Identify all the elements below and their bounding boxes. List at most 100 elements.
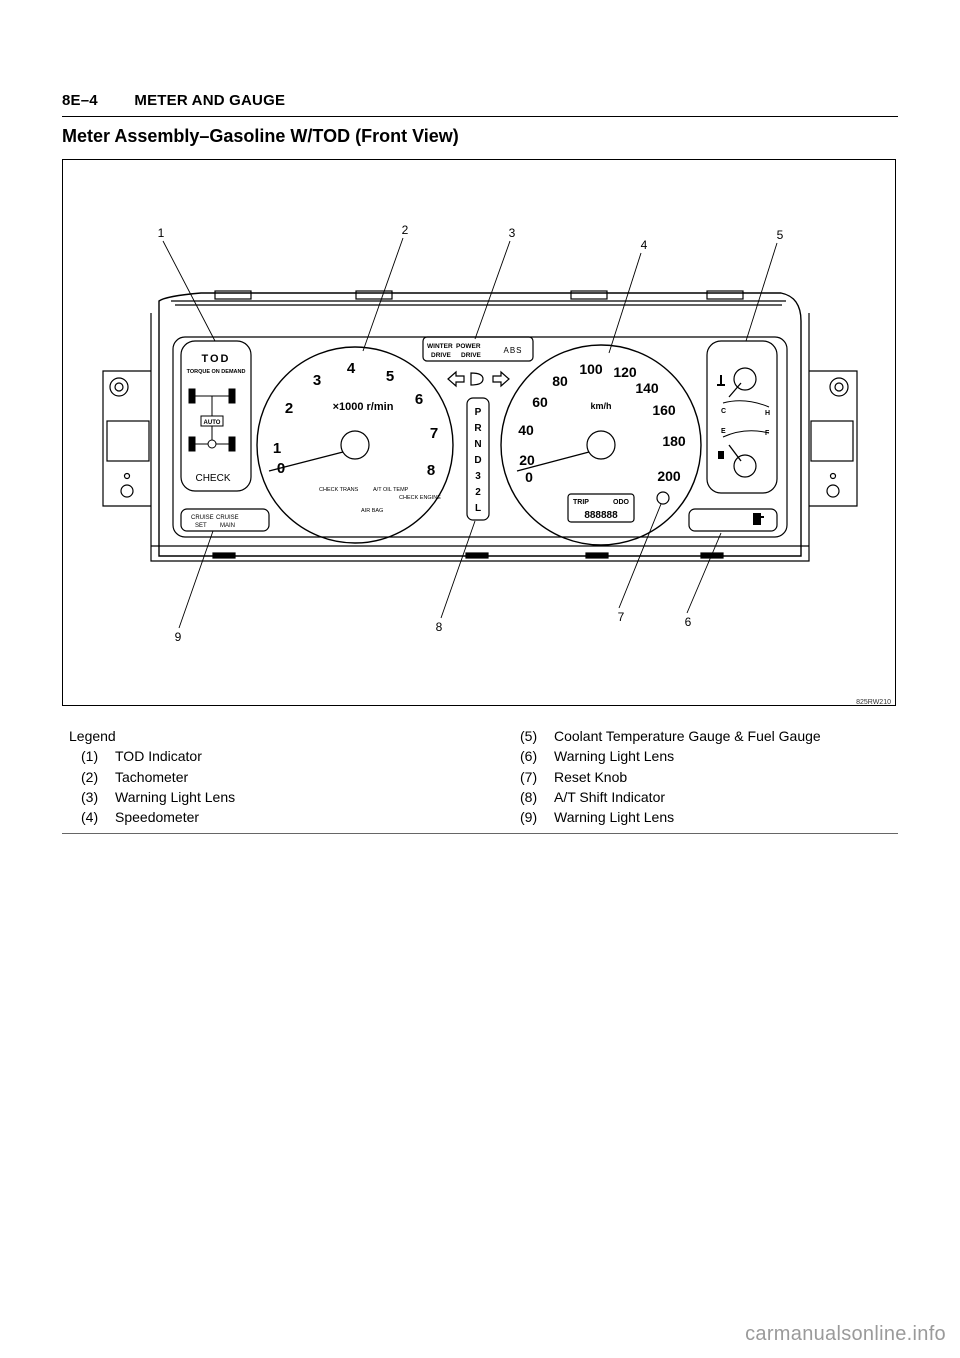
legend-label: A/T Shift Indicator [554, 788, 666, 805]
legend-item: (7) Reset Knob [520, 767, 821, 787]
shift-n: N [474, 439, 481, 450]
shift-l: L [475, 503, 481, 514]
lens-drive-1: DRIVE [431, 352, 452, 359]
legend-num: (4) [81, 809, 99, 826]
legend-item: (3) Warning Light Lens [69, 787, 235, 807]
tach-8: 8 [427, 462, 435, 479]
legend-item: (2) Tachometer [69, 767, 235, 787]
legend-item: (1) TOD Indicator [69, 746, 235, 766]
section-number: 8E–4 [62, 92, 98, 109]
speed-0: 0 [525, 469, 533, 485]
cluster-drawing: 0 1 2 3 4 5 6 7 8 ×1000 r/min CHECK TRAN… [102, 223, 858, 644]
tach-2: 2 [285, 400, 293, 417]
lens-abs: ABS [503, 346, 522, 355]
legend-item: (5) Coolant Temperature Gauge & Fuel Gaug… [520, 726, 821, 746]
legend-item: (6) Warning Light Lens [520, 746, 821, 766]
legend-num: (6) [520, 748, 538, 765]
speed-120: 120 [613, 364, 637, 380]
legend-num: (7) [520, 768, 538, 785]
temp-h: H [765, 410, 770, 417]
shift-3: 3 [475, 471, 481, 482]
page-header: 8E–4 METER AND GAUGE [62, 92, 285, 109]
callout-4: 4 [641, 238, 648, 252]
legend-num: (8) [520, 788, 538, 805]
legend-label: Warning Light Lens [554, 748, 675, 765]
legend-label: Coolant Temperature Gauge & Fuel Gauge [554, 728, 821, 744]
speed-20: 20 [519, 452, 535, 468]
lens-winter: WINTER [427, 343, 453, 350]
cruise-main: MAIN [220, 523, 235, 529]
legend-num: (9) [520, 809, 538, 826]
tach-3: 3 [313, 372, 321, 389]
legend-num: (5) [520, 728, 538, 744]
temp-c: C [721, 408, 726, 415]
tach-5: 5 [386, 368, 394, 385]
callout-3: 3 [509, 226, 516, 240]
shift-r: R [474, 423, 482, 434]
speed-140: 140 [635, 380, 659, 396]
shift-2: 2 [475, 487, 481, 498]
shift-p: P [475, 407, 482, 418]
tach-6: 6 [415, 391, 423, 408]
watermark[interactable]: carmanualsonline.info [745, 1323, 946, 1345]
callout-9: 9 [175, 630, 182, 644]
lamp-check-trans: CHECK TRANS [319, 487, 359, 493]
tod-check: CHECK [195, 473, 230, 484]
trip-label: TRIP [573, 499, 589, 506]
speed-unit: km/h [590, 401, 611, 411]
speed-160: 160 [652, 402, 676, 418]
callout-8: 8 [436, 620, 443, 634]
speed-80: 80 [552, 373, 568, 389]
odometer-digits: 888888 [584, 510, 618, 521]
tach-1: 1 [273, 440, 281, 457]
lamp-check-engine: CHECK ENGINE [399, 495, 441, 501]
tod-auto: AUTO [204, 420, 221, 426]
figure-code: 825RW210 [856, 699, 891, 706]
fuel-icon [718, 451, 724, 459]
instrument-cluster-figure: 0 1 2 3 4 5 6 7 8 ×1000 r/min CHECK TRAN… [62, 159, 896, 706]
legend-num: (3) [81, 788, 99, 805]
callout-5: 5 [777, 228, 784, 242]
header-rule [62, 116, 898, 117]
fuel-f: F [765, 430, 770, 437]
callout-1: 1 [158, 226, 165, 240]
tod-title: TOD [201, 353, 230, 365]
callout-2: 2 [402, 223, 409, 237]
speed-100: 100 [579, 361, 603, 377]
legend-label: Tachometer [115, 768, 189, 785]
fuel-e: E [721, 428, 726, 435]
coolant-icon [717, 375, 725, 386]
speed-40: 40 [518, 422, 534, 438]
legend-num: (1) [81, 748, 99, 765]
speed-180: 180 [662, 433, 686, 449]
callout-6: 6 [685, 615, 692, 629]
legend-right: (5) Coolant Temperature Gauge & Fuel Gaug… [520, 726, 821, 827]
cruise-set: SET [195, 523, 207, 529]
lens-drive-2: DRIVE [461, 352, 482, 359]
cruise-label-2: CRUISE [216, 515, 239, 521]
tach-7: 7 [430, 425, 438, 442]
legend-label: Warning Light Lens [554, 809, 675, 826]
legend-item: (8) A/T Shift Indicator [520, 787, 821, 807]
lamp-air-bag: AIR BAG [361, 508, 383, 514]
lamp-at-oil-temp: A/T OIL TEMP [373, 487, 409, 493]
legend-num: (2) [81, 768, 99, 785]
callout-7: 7 [618, 610, 625, 624]
tach-4: 4 [347, 360, 356, 377]
page-title: Meter Assembly–Gasoline W/TOD (Front Vie… [62, 126, 459, 146]
fuel-pump-icon [753, 513, 764, 525]
speed-200: 200 [657, 468, 681, 484]
shift-d: D [474, 455, 481, 466]
legend-item: (4) Speedometer [69, 807, 235, 827]
tod-subtitle: TORQUE ON DEMAND [187, 369, 246, 375]
legend-label: Warning Light Lens [115, 788, 236, 805]
legend-label: Reset Knob [554, 768, 628, 785]
section-name: METER AND GAUGE [134, 92, 286, 109]
cruise-label-1: CRUISE [191, 515, 214, 521]
legend-heading: Legend [69, 728, 116, 744]
odo-label: ODO [613, 499, 630, 506]
legend-label: Speedometer [115, 809, 200, 826]
legend-item: (9) Warning Light Lens [520, 807, 821, 827]
speed-60: 60 [532, 394, 548, 410]
legend-label: TOD Indicator [115, 748, 202, 765]
